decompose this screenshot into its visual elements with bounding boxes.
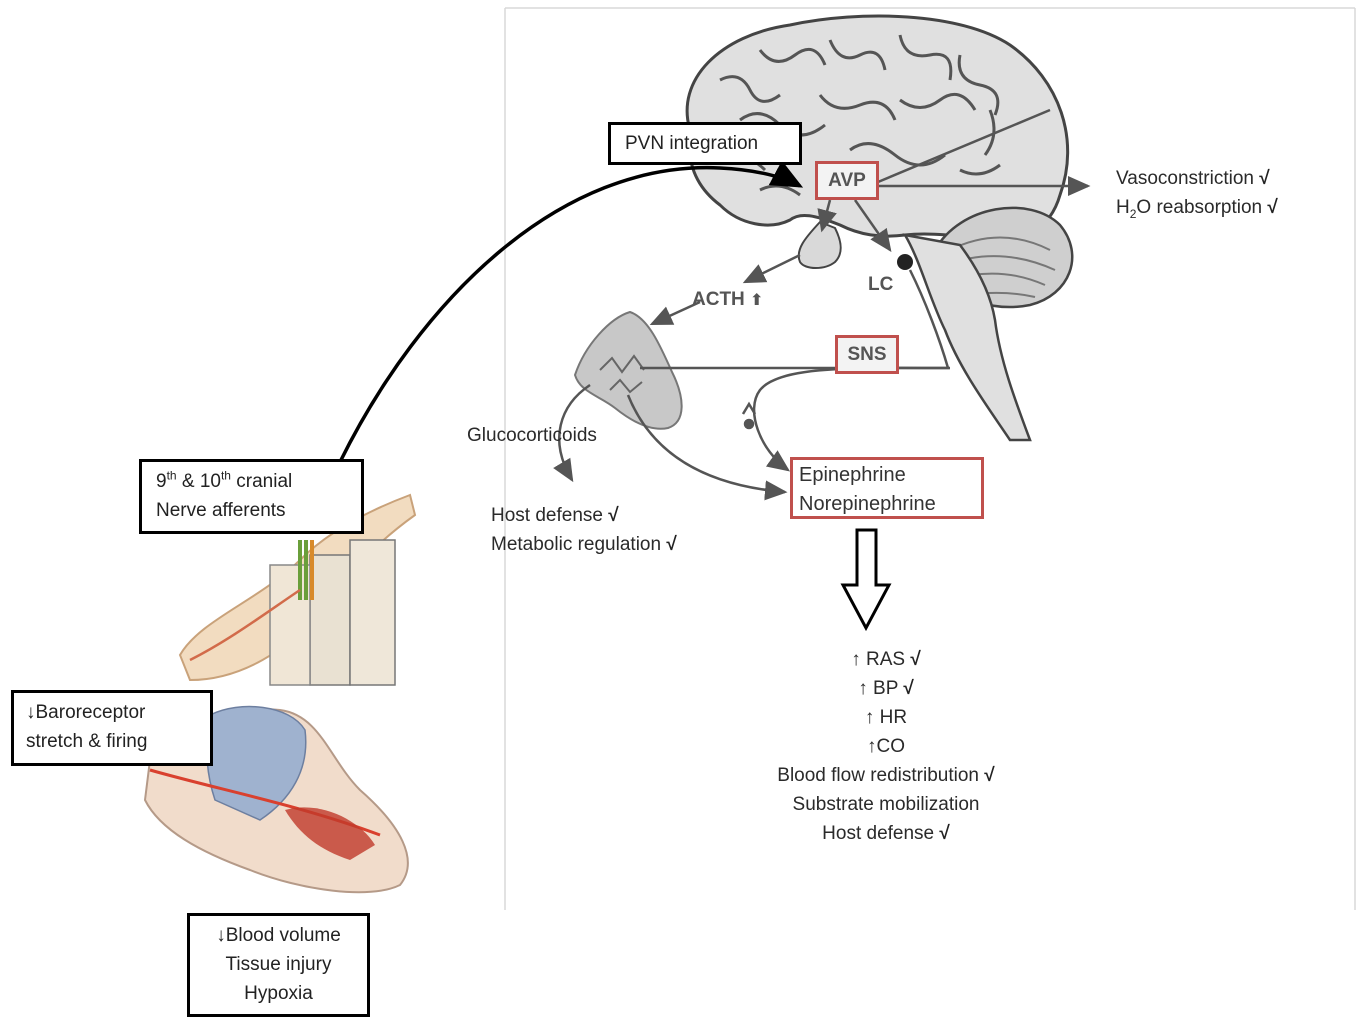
blood-volume-label: ↓Blood volume bbox=[196, 921, 361, 950]
cranial-nerve-line-1: 9th & 10th cranial bbox=[156, 467, 347, 496]
check-mark-icon: √ bbox=[1267, 197, 1277, 218]
glucocorticoids-label: Glucocorticoids bbox=[467, 421, 597, 450]
cranial-nerve-line-2: Nerve afferents bbox=[156, 496, 347, 525]
pituitary-to-acth-arrow bbox=[745, 255, 800, 282]
norepinephrine-label: Norepinephrine bbox=[799, 490, 975, 519]
cranial-nerve-box: 9th & 10th cranial Nerve afferents bbox=[139, 459, 364, 534]
check-mark-icon: √ bbox=[608, 505, 618, 526]
hypoxia-label: Hypoxia bbox=[196, 979, 361, 1008]
check-mark-icon: √ bbox=[984, 765, 994, 786]
metabolic-regulation-label: Metabolic regulation √ bbox=[491, 530, 677, 559]
check-mark-icon: √ bbox=[910, 649, 920, 670]
effect-item: Host defense √ bbox=[700, 819, 1072, 848]
effect-item: Substrate mobilization bbox=[700, 790, 1072, 819]
tissue-injury-label: Tissue injury bbox=[196, 950, 361, 979]
effect-item: ↑ RAS √ bbox=[700, 645, 1072, 674]
trigger-conditions-box: ↓Blood volume Tissue injury Hypoxia bbox=[187, 913, 370, 1017]
adrenal-gland-illustration bbox=[575, 312, 682, 429]
effects-list: ↑ RAS √ ↑ BP √ ↑ HR ↑CO Blood flow redis… bbox=[700, 645, 1072, 848]
h2o-reabsorption-label: H2O reabsorption √ bbox=[1116, 193, 1278, 222]
effect-item: ↑CO bbox=[700, 732, 1072, 761]
avp-label: AVP bbox=[828, 170, 866, 191]
effect-item: ↑ BP √ bbox=[700, 674, 1072, 703]
check-mark-icon: √ bbox=[939, 823, 949, 844]
brain-illustration bbox=[687, 16, 1072, 440]
sns-to-catechol-arrow bbox=[754, 368, 950, 470]
lc-to-sns-path bbox=[640, 270, 948, 368]
lc-label: LC bbox=[868, 270, 893, 299]
pvn-integration-box: PVN integration bbox=[608, 122, 802, 165]
avp-box: AVP bbox=[815, 161, 879, 200]
effect-item: ↑ HR bbox=[700, 703, 1072, 732]
baroreceptor-line-1: ↓Baroreceptor bbox=[26, 698, 198, 727]
check-mark-icon: √ bbox=[666, 534, 676, 555]
sns-label: SNS bbox=[847, 344, 886, 365]
check-mark-icon: √ bbox=[903, 678, 913, 699]
catecholamine-effects-arrow bbox=[843, 530, 889, 628]
effect-item: Blood flow redistribution √ bbox=[700, 761, 1072, 790]
baroreceptor-box: ↓Baroreceptor stretch & firing bbox=[11, 690, 213, 766]
epinephrine-label: Epinephrine bbox=[799, 461, 975, 490]
catecholamine-box: Epinephrine Norepinephrine bbox=[790, 457, 984, 519]
sns-box: SNS bbox=[835, 335, 899, 374]
vasoconstriction-label: Vasoconstriction √ bbox=[1116, 164, 1270, 193]
acth-up-arrow-icon: ⬆ bbox=[750, 292, 763, 309]
host-defense-gc-label: Host defense √ bbox=[491, 501, 619, 530]
baroreceptor-line-2: stretch & firing bbox=[26, 727, 198, 756]
check-mark-icon: √ bbox=[1259, 168, 1269, 189]
acth-label: ACTH ⬆ bbox=[692, 285, 763, 315]
pvn-integration-label: PVN integration bbox=[625, 133, 758, 154]
